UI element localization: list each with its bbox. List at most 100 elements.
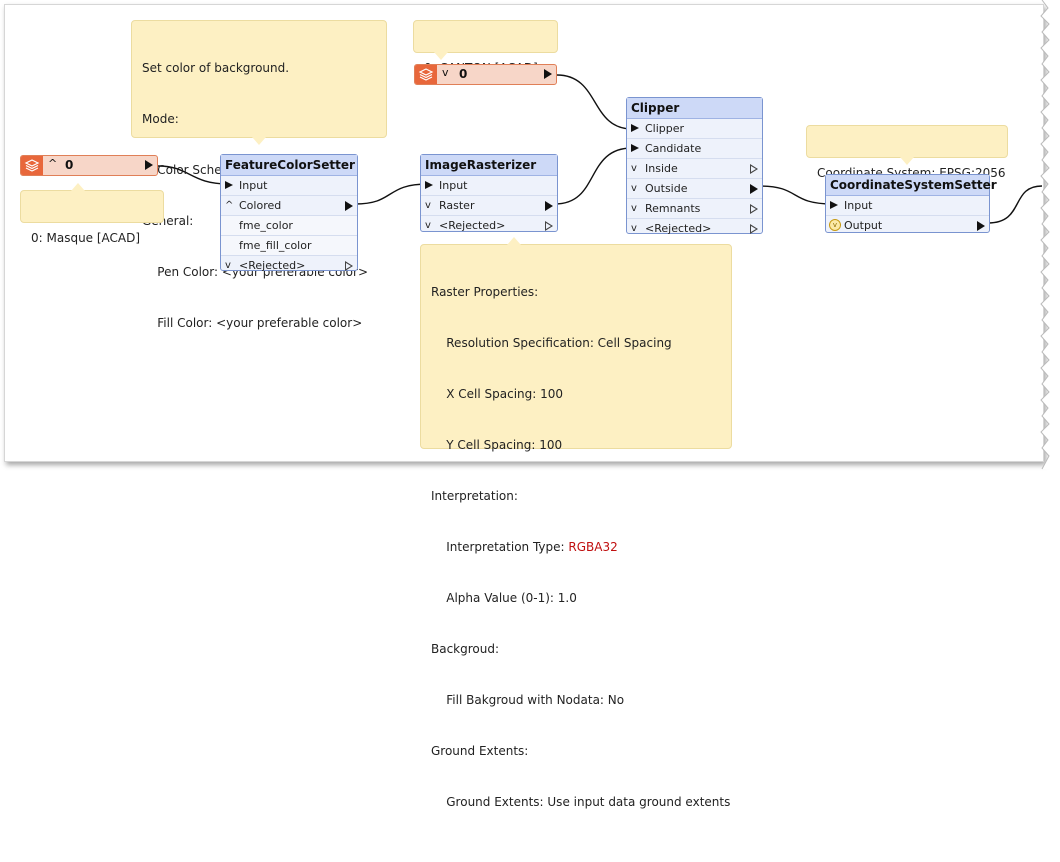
expand-chevron[interactable]: v: [442, 66, 449, 79]
imagerasterizer-annotation[interactable]: Raster Properties: Resolution Specificat…: [420, 237, 732, 809]
wire-colored-to-rasterizer: [354, 183, 429, 205]
output-port[interactable]: [977, 221, 985, 231]
output-port[interactable]: [145, 160, 153, 170]
note-line: Interpretation Type: RGBA32: [431, 539, 721, 556]
chevron-down-icon[interactable]: v: [225, 260, 231, 271]
output-port[interactable]: [750, 164, 758, 174]
note-pointer: [507, 237, 521, 245]
output-port-row[interactable]: ^Colored: [221, 196, 357, 216]
output-port[interactable]: [545, 221, 553, 231]
wire-canton-to-clipper: [556, 74, 633, 130]
port-label: Outside: [645, 182, 688, 195]
wire-raster-to-candidate: [554, 147, 633, 205]
note-pointer: [900, 157, 914, 165]
port-label: Candidate: [645, 142, 702, 155]
transformer-title[interactable]: ImageRasterizer: [421, 155, 557, 176]
output-port[interactable]: [544, 69, 552, 79]
canton-annotation[interactable]: 0: CANTON [ACAD]: [413, 20, 558, 75]
transformer-title[interactable]: Clipper: [627, 98, 762, 119]
output-port[interactable]: [345, 261, 353, 271]
chevron-down-icon[interactable]: v: [425, 220, 431, 231]
workspace-canvas[interactable]: Set color of background. Mode: Color Sch…: [0, 0, 1060, 809]
input-port-row[interactable]: Input: [421, 176, 557, 196]
port-label: <Rejected>: [645, 222, 712, 235]
port-label: Clipper: [645, 122, 685, 135]
input-port-row[interactable]: Input: [826, 196, 989, 216]
masque-annotation[interactable]: 0: Masque [ACAD]: [20, 183, 164, 245]
port-label: <Rejected>: [239, 259, 306, 272]
output-port[interactable]: [750, 204, 758, 214]
port-label: Input: [439, 179, 468, 192]
output-port[interactable]: [750, 224, 758, 234]
transformer-title[interactable]: FeatureColorSetter: [221, 155, 357, 176]
port-label: Inside: [645, 162, 678, 175]
note-line: Ground Extents: Use input data ground ex…: [431, 795, 731, 809]
layers-icon: [21, 156, 43, 175]
note-line: X Cell Spacing: 100: [431, 387, 564, 401]
torn-edge: [1040, 0, 1060, 470]
note-pointer: [71, 183, 85, 191]
output-status-icon[interactable]: v: [829, 219, 841, 231]
output-port[interactable]: [345, 201, 353, 211]
wire-masque-to-colorsetter: [157, 165, 229, 185]
port-label: Input: [239, 179, 268, 192]
note-line: Resolution Specification: Cell Spacing: [431, 336, 672, 350]
attribute-row: fme_fill_color: [221, 236, 357, 256]
transformer-title[interactable]: CoordinateSystemSetter: [826, 175, 997, 196]
chevron-up-icon[interactable]: ^: [225, 200, 234, 211]
reader-masque[interactable]: ^ 0: [20, 155, 158, 176]
reader-value: 0: [65, 158, 74, 172]
output-port[interactable]: [545, 201, 553, 211]
rejected-port-row[interactable]: v <Rejected>: [627, 219, 762, 238]
coordsetter-annotation[interactable]: Coordinate System: EPSG:2056: [806, 125, 1008, 180]
input-port-row[interactable]: Candidate: [627, 139, 762, 159]
input-port-row[interactable]: Input: [221, 176, 357, 196]
interp-value: RGBA32: [568, 540, 618, 554]
reader-value: 0: [459, 67, 468, 81]
chevron-down-icon[interactable]: v: [631, 223, 637, 234]
wire-output-offscreen: [987, 185, 1043, 224]
wire-outside-to-coordsetter: [759, 185, 833, 205]
note-line: Ground Extents:: [431, 744, 529, 758]
input-port[interactable]: [631, 124, 639, 132]
chevron-down-icon[interactable]: v: [425, 200, 431, 211]
attribute-row: fme_color: [221, 216, 357, 236]
note-line: Fill Bakgroud with Nodata: No: [431, 693, 625, 707]
interp-label: Interpretation Type:: [431, 540, 569, 554]
chevron-down-icon[interactable]: v: [631, 163, 637, 174]
rejected-port-row[interactable]: v <Rejected>: [221, 256, 357, 275]
transformer-featurecolorsetter[interactable]: FeatureColorSetter Input ^Colored fme_co…: [220, 154, 358, 272]
note-line: Raster Properties:: [431, 285, 539, 299]
attribute-label: fme_fill_color: [239, 239, 312, 252]
input-port[interactable]: [830, 201, 838, 209]
note-line: Interpretation:: [431, 489, 518, 503]
layers-icon: [415, 65, 437, 84]
output-port-row[interactable]: v Inside: [627, 159, 762, 179]
input-port[interactable]: [631, 144, 639, 152]
input-port[interactable]: [425, 181, 433, 189]
note-line: Mode:: [142, 112, 179, 126]
chevron-down-icon[interactable]: v: [631, 183, 637, 194]
note-line: Fill Color: <your preferable color>: [142, 316, 363, 330]
output-port[interactable]: [750, 184, 758, 194]
note-line: Set color of background.: [142, 61, 290, 75]
port-label: <Rejected>: [439, 219, 506, 232]
expand-chevron[interactable]: ^: [48, 157, 58, 170]
note-text: 0: Masque [ACAD]: [31, 231, 141, 245]
port-label: Input: [844, 199, 873, 212]
output-port-row[interactable]: v Outside: [627, 179, 762, 199]
featurecolorsetter-annotation[interactable]: Set color of background. Mode: Color Sch…: [131, 20, 387, 330]
input-port-row[interactable]: Clipper: [627, 119, 762, 139]
reader-canton[interactable]: v 0: [414, 64, 557, 85]
chevron-down-icon[interactable]: v: [631, 203, 637, 214]
note-pointer: [252, 137, 266, 145]
port-label: Output: [844, 219, 883, 232]
rejected-port-row[interactable]: v <Rejected>: [421, 216, 557, 235]
input-port[interactable]: [225, 181, 233, 189]
